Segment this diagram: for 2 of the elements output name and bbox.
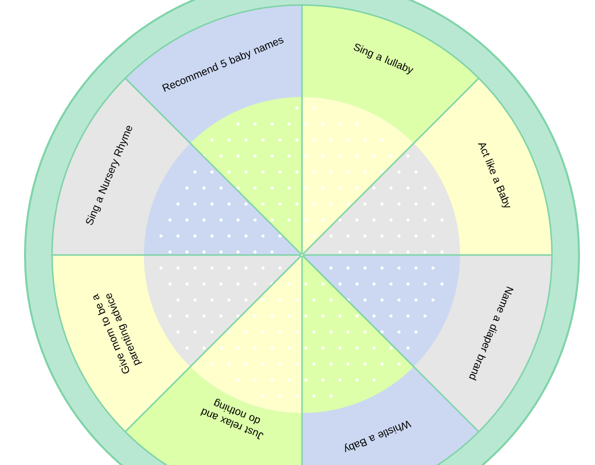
wheel-sector: Name a diaper brand: [414, 255, 552, 432]
wheel-sector: Act like a Baby: [414, 78, 552, 255]
